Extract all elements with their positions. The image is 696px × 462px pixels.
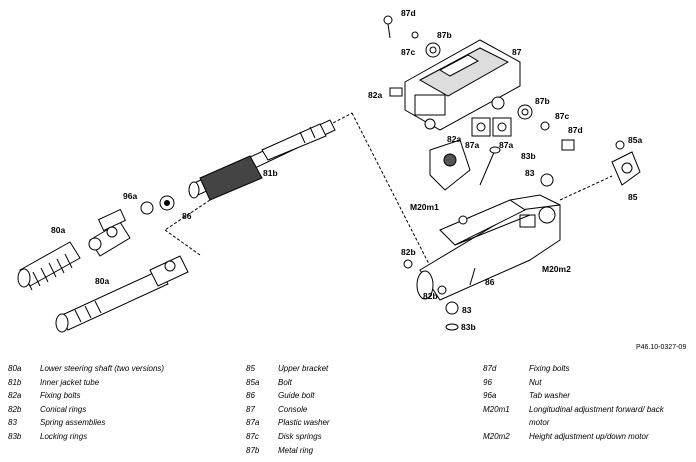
- legend-key: 80a: [8, 364, 22, 373]
- legend-key: 87d: [483, 364, 497, 373]
- label-m20m2: M20m2: [542, 264, 571, 274]
- legend-value: Fixing bolts: [529, 364, 570, 373]
- legend-value: Height adjustment up/down motor: [529, 431, 649, 441]
- label-86-left: 86: [182, 211, 192, 221]
- label-83b-mid: 83b: [521, 151, 536, 161]
- console: [404, 39, 521, 131]
- label-87d-right: 87d: [568, 125, 583, 135]
- label-80a-top: 80a: [51, 225, 65, 235]
- label-87c-top: 87c: [401, 47, 415, 57]
- legend-value: Locking rings: [40, 431, 88, 441]
- guide-bolt-right: [469, 267, 476, 286]
- upper-bracket: [611, 151, 641, 186]
- console-fastener-right: [517, 104, 625, 151]
- legend-value: Nut: [529, 377, 542, 387]
- spring-assembly-lower: [445, 301, 459, 315]
- label-m20m1: M20m1: [410, 202, 439, 212]
- legend-value: Tab washer: [529, 391, 571, 401]
- legend-value: Conical rings: [40, 404, 87, 414]
- legend-value: Plastic washer: [278, 418, 330, 428]
- legend-key: 82a: [8, 391, 22, 401]
- label-83b-low: 83b: [461, 322, 476, 332]
- label-83-low: 83: [462, 305, 472, 315]
- reference-number: P46.10-0327-09: [636, 344, 687, 351]
- label-82b-mid: 82b: [401, 247, 416, 257]
- legend-key: 96: [483, 377, 492, 387]
- label-87b-top: 87b: [437, 30, 452, 40]
- label-86-right: 86: [485, 277, 495, 287]
- label-87b-right: 87b: [535, 96, 550, 106]
- label-87c-right: 87c: [555, 111, 569, 121]
- lower-steering-shaft-bottom: [55, 255, 189, 333]
- legend-key: 87c: [246, 431, 259, 441]
- label-87: 87: [512, 47, 522, 57]
- lower-steering-shaft-top: [17, 208, 131, 291]
- label-87d-top: 87d: [401, 8, 416, 18]
- locking-ring-lower: [445, 323, 459, 331]
- label-87a-left: 87a: [465, 140, 479, 150]
- legend-value: Bolt: [278, 377, 292, 387]
- legend-key: 87: [246, 404, 255, 414]
- spring-assembly-upper: [540, 173, 554, 187]
- label-81b: 81b: [263, 168, 278, 178]
- tab-washer-and-nut: [140, 195, 175, 215]
- legend-key: 82b: [8, 404, 22, 414]
- legend-key: 83: [8, 418, 17, 428]
- legend-value: Disk springs: [278, 431, 322, 441]
- label-82b-low: 82b: [423, 291, 438, 301]
- legend-key: 87b: [246, 445, 260, 455]
- legend-value: Console: [278, 404, 308, 414]
- legend-key: 86: [246, 391, 255, 401]
- console-fastener-top: [383, 15, 441, 97]
- label-87a-right: 87a: [499, 140, 513, 150]
- conical-ring-mid: [403, 259, 413, 269]
- legend-key: 81b: [8, 377, 22, 387]
- label-85a: 85a: [628, 135, 642, 145]
- label-96a: 96a: [123, 191, 137, 201]
- label-82a-top: 82a: [368, 90, 382, 100]
- legend-key: 85: [246, 364, 255, 373]
- legend-value: Fixing bolts: [40, 391, 81, 401]
- legend-key: M20m2: [483, 431, 510, 441]
- adjustment-motor-unit: [429, 139, 501, 191]
- legend-key: M20m1: [483, 404, 510, 414]
- inner-jacket-tube: [188, 119, 336, 201]
- legend-value: Metal ring: [278, 445, 314, 455]
- label-82a-mid: 82a: [447, 134, 461, 144]
- legend-value: Spring assemblies: [40, 418, 106, 428]
- label-80a-bottom: 80a: [95, 276, 109, 286]
- legend-value: Lower steering shaft (two versions): [40, 364, 165, 373]
- legend-key: 85a: [246, 377, 260, 387]
- legend-value: Longitudinal adjustment forward/ back mo…: [529, 404, 664, 428]
- legend-value: Inner jacket tube: [40, 377, 100, 387]
- legend-value: Upper bracket: [278, 364, 329, 373]
- label-83-mid: 83: [525, 168, 535, 178]
- conical-ring-low: [437, 285, 447, 295]
- label-85: 85: [628, 192, 638, 202]
- legend-key: 83b: [8, 431, 22, 441]
- legend-value: Guide bolt: [278, 391, 315, 401]
- jacket-assembly: [416, 194, 561, 301]
- legend-key: 96a: [483, 391, 497, 401]
- legend-key: 87a: [246, 418, 260, 428]
